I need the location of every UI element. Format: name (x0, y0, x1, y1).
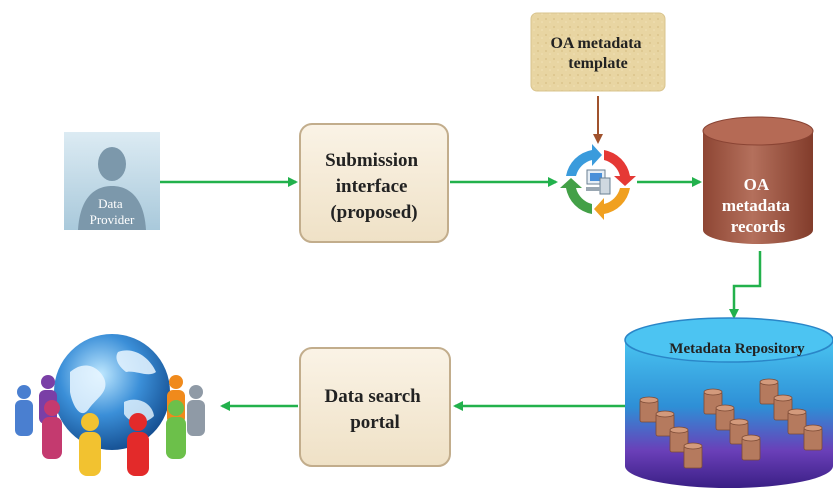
data-provider-node: Data Provider (64, 132, 160, 230)
submission-interface-node: Submission interface (proposed) (299, 123, 449, 243)
template-line-1: OA metadata (550, 35, 641, 52)
svg-text:Submission interface: Submission interface (proposed) (325, 150, 423, 223)
metadata-repository-node: Metadata Repository (624, 317, 833, 488)
portal-line-2: portal (350, 412, 400, 433)
svg-text:Data search portal: Data search portal (325, 386, 426, 433)
submission-line-1: Submission (325, 150, 418, 171)
oa-template-node: OA metadata template (530, 12, 666, 92)
data-provider-line-2: Provider (90, 212, 135, 227)
globe-with-people-icon (15, 334, 205, 476)
arrow-records-to-repository (729, 251, 762, 319)
records-line-1: OA (744, 175, 770, 194)
submission-line-3: (proposed) (330, 202, 417, 223)
svg-text:OA metadata template: OA metadata template (550, 35, 645, 72)
process-cycle-icon (560, 144, 636, 220)
data-provider-line-1: Data (98, 196, 123, 211)
person-silhouette-icon (78, 147, 146, 230)
data-search-portal-node: Data search portal (299, 347, 451, 467)
records-line-2: metadata (722, 196, 790, 215)
oa-records-node: OA metadata records (702, 116, 814, 244)
svg-text:Data Provider: Data Provider (90, 196, 135, 227)
svg-text:OA metadata record: OA metadata records (722, 175, 794, 236)
template-line-2: template (568, 55, 628, 72)
database-stack-icon (639, 378, 823, 469)
submission-line-2: interface (336, 176, 408, 197)
portal-line-1: Data search (325, 386, 422, 407)
repository-label: Metadata Repository (669, 341, 805, 357)
records-line-3: records (731, 217, 786, 236)
